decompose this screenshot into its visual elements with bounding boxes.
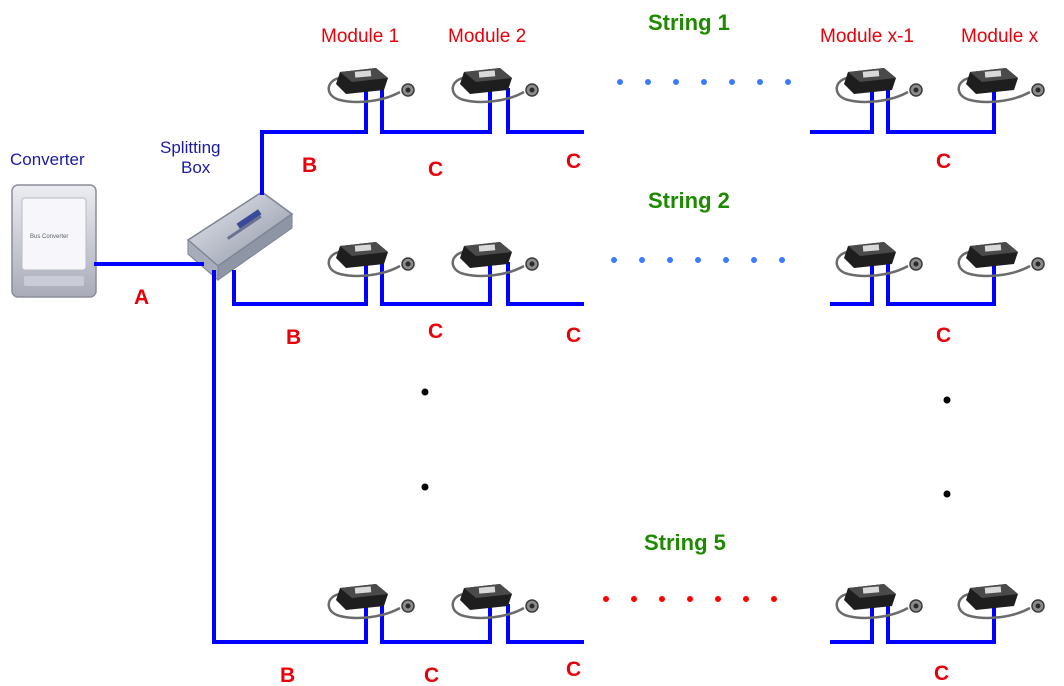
strings-ellipsis-left bbox=[421, 388, 429, 491]
module-icon bbox=[327, 66, 416, 104]
cable-c-string2-2 bbox=[506, 262, 584, 306]
string-2-continuation-dots bbox=[611, 257, 785, 263]
module-icon bbox=[451, 582, 540, 620]
splitting-box-label-line2: Box bbox=[181, 158, 211, 177]
string-5-continuation-dots bbox=[603, 596, 777, 602]
segment-c-label: C bbox=[424, 664, 439, 686]
cable-c-string1-3 bbox=[810, 88, 874, 134]
segment-c-label: C bbox=[936, 150, 951, 173]
cable-c-string2-4 bbox=[886, 262, 996, 306]
converter-label: Converter bbox=[10, 150, 85, 169]
segment-c-label: C bbox=[428, 158, 443, 181]
module-icon bbox=[451, 66, 540, 104]
cable-b-string2 bbox=[232, 262, 368, 306]
module-icon bbox=[957, 66, 1046, 104]
string-1-label: String 1 bbox=[648, 10, 730, 35]
segment-a-label: A bbox=[134, 286, 149, 309]
module-icon bbox=[835, 240, 924, 278]
strings-ellipsis-right bbox=[943, 396, 951, 498]
cable-c-string1-4 bbox=[886, 88, 996, 134]
cable-c-string1-1 bbox=[380, 88, 492, 134]
module-x-1-label: Module x-1 bbox=[820, 26, 914, 47]
module-icon bbox=[835, 66, 924, 104]
segment-c-label: C bbox=[566, 324, 581, 347]
module-x-label: Module x bbox=[961, 26, 1039, 47]
module-1-label: Module 1 bbox=[321, 26, 399, 47]
cable-c-string5-3 bbox=[830, 604, 874, 644]
segment-c-label: C bbox=[934, 662, 949, 685]
cable-c-string1-2 bbox=[506, 88, 584, 134]
segment-b-label: B bbox=[302, 154, 317, 177]
cable-c-string5-4 bbox=[886, 604, 996, 644]
cable-b-string5 bbox=[212, 270, 368, 644]
segment-c-label: C bbox=[428, 320, 443, 343]
cable-c-string2-1 bbox=[380, 262, 492, 306]
cable-c-string5-2 bbox=[506, 604, 584, 644]
splitting-box-label-line1: Splitting bbox=[160, 138, 220, 157]
module-icon bbox=[957, 240, 1046, 278]
segment-b-label: B bbox=[286, 326, 301, 349]
module-2-label: Module 2 bbox=[448, 26, 526, 47]
cable-c-string5-1 bbox=[380, 604, 492, 644]
segment-c-label: C bbox=[936, 324, 951, 347]
segment-c-label: C bbox=[566, 658, 581, 681]
splitting-box-icon bbox=[186, 191, 294, 282]
converter-device-icon: Bus Converter bbox=[11, 184, 97, 298]
cable-c-string2-3 bbox=[830, 262, 874, 306]
string-1-continuation-dots bbox=[617, 79, 791, 85]
segment-b-label: B bbox=[280, 664, 295, 686]
converter-device-text: Bus Converter bbox=[30, 234, 68, 240]
module-icon bbox=[327, 582, 416, 620]
module-icon bbox=[451, 240, 540, 278]
string-5-label: String 5 bbox=[644, 530, 726, 555]
module-icon bbox=[327, 240, 416, 278]
module-icon bbox=[957, 582, 1046, 620]
string-2-label: String 2 bbox=[648, 188, 730, 213]
segment-c-label: C bbox=[566, 150, 581, 173]
cable-b-string1 bbox=[260, 88, 368, 195]
module-icon bbox=[835, 582, 924, 620]
